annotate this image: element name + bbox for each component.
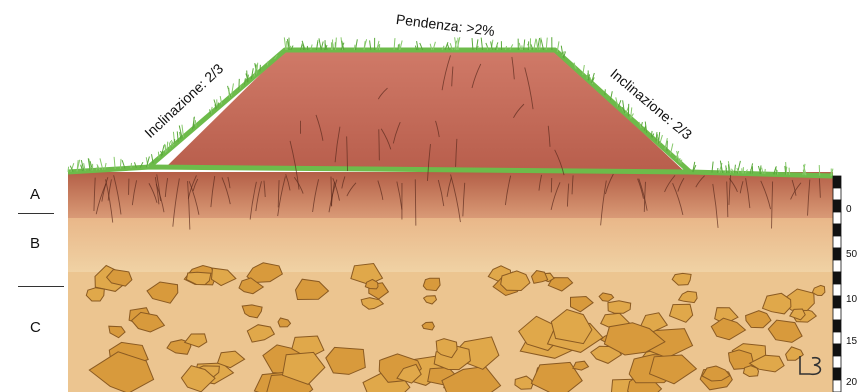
scale-segment [833, 356, 841, 368]
stone [422, 322, 434, 330]
scale-segment [833, 212, 841, 224]
stone [423, 278, 440, 290]
scale-tick-label: 0 [846, 205, 852, 215]
scale-segment [833, 272, 841, 284]
grass-blade [776, 170, 777, 174]
scale-segment [833, 224, 841, 236]
scale-tick-label: 10 [846, 295, 857, 305]
scale-tick-label: 20 [846, 378, 857, 388]
root-line [415, 179, 416, 225]
grass-blade [667, 141, 668, 151]
horizon-b-layer [68, 212, 833, 272]
scale-segment [833, 188, 841, 200]
scale-segment [833, 380, 841, 392]
scale-segment [833, 236, 841, 248]
scale-segment [833, 332, 841, 344]
horizon-label-b: B [30, 236, 40, 251]
mound-body [165, 50, 685, 172]
scale-segment [833, 260, 841, 272]
grass-blade [158, 152, 159, 159]
grass-blade [247, 70, 248, 82]
grass-blade [131, 163, 132, 168]
scale-segment [833, 284, 841, 296]
grass-blade [819, 165, 820, 176]
stone [326, 347, 366, 374]
scale-segment [833, 176, 841, 188]
scale-tick-label: 50 [846, 250, 857, 260]
grass-blade [354, 45, 355, 50]
scale-tick-label: 15 [846, 337, 857, 347]
root-line [379, 129, 380, 160]
scale-segment [833, 368, 841, 380]
horizon-divider-ab [18, 213, 54, 214]
horizon-label-c: C [30, 320, 41, 335]
grass-blade [657, 134, 658, 143]
grass-blade [120, 159, 121, 169]
scale-segment [833, 296, 841, 308]
scale-segment [833, 320, 841, 332]
scale-segment [833, 248, 841, 260]
grass-blade [210, 109, 211, 114]
horizon-label-a: A [30, 187, 40, 202]
grass-blade [195, 120, 196, 126]
scale-segment [833, 200, 841, 212]
stone [608, 301, 631, 313]
scale-segment [833, 344, 841, 356]
scale-segment [833, 308, 841, 320]
depth-scale-bar [833, 176, 841, 392]
horizon-divider-bc [18, 286, 64, 287]
